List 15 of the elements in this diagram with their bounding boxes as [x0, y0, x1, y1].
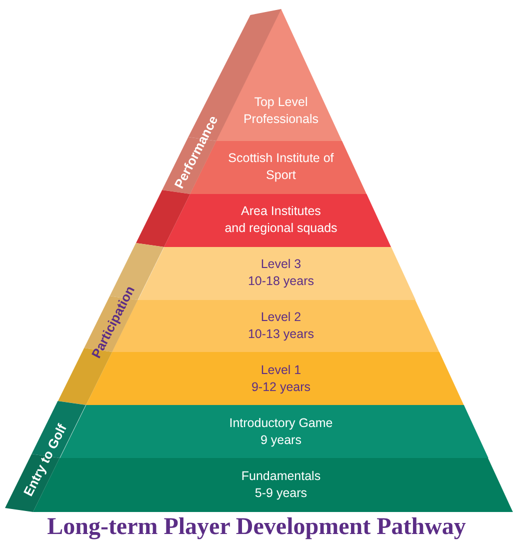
tier-label: Level 3	[260, 256, 302, 273]
tier-label: Scottish Institute of Sport	[227, 150, 335, 184]
tier-label: Top Level Professionals	[242, 94, 320, 128]
tier-label: 10-13 years	[248, 326, 314, 343]
tier-label: 9 years	[259, 432, 302, 449]
tier-label: 10-18 years	[248, 273, 314, 290]
tier-label: Level 1	[260, 362, 302, 379]
tier-label: Area Institutes	[240, 203, 322, 220]
title: Long-term Player Development Pathway	[46, 514, 467, 541]
tier-label: Level 2	[260, 309, 302, 326]
tier-label: 9-12 years	[251, 379, 311, 396]
tier-label: Fundamentals	[241, 468, 321, 485]
tier-label: and regional squads	[224, 220, 338, 237]
tier-label: Introductory Game	[229, 415, 333, 432]
tier-label: 5-9 years	[254, 485, 308, 502]
